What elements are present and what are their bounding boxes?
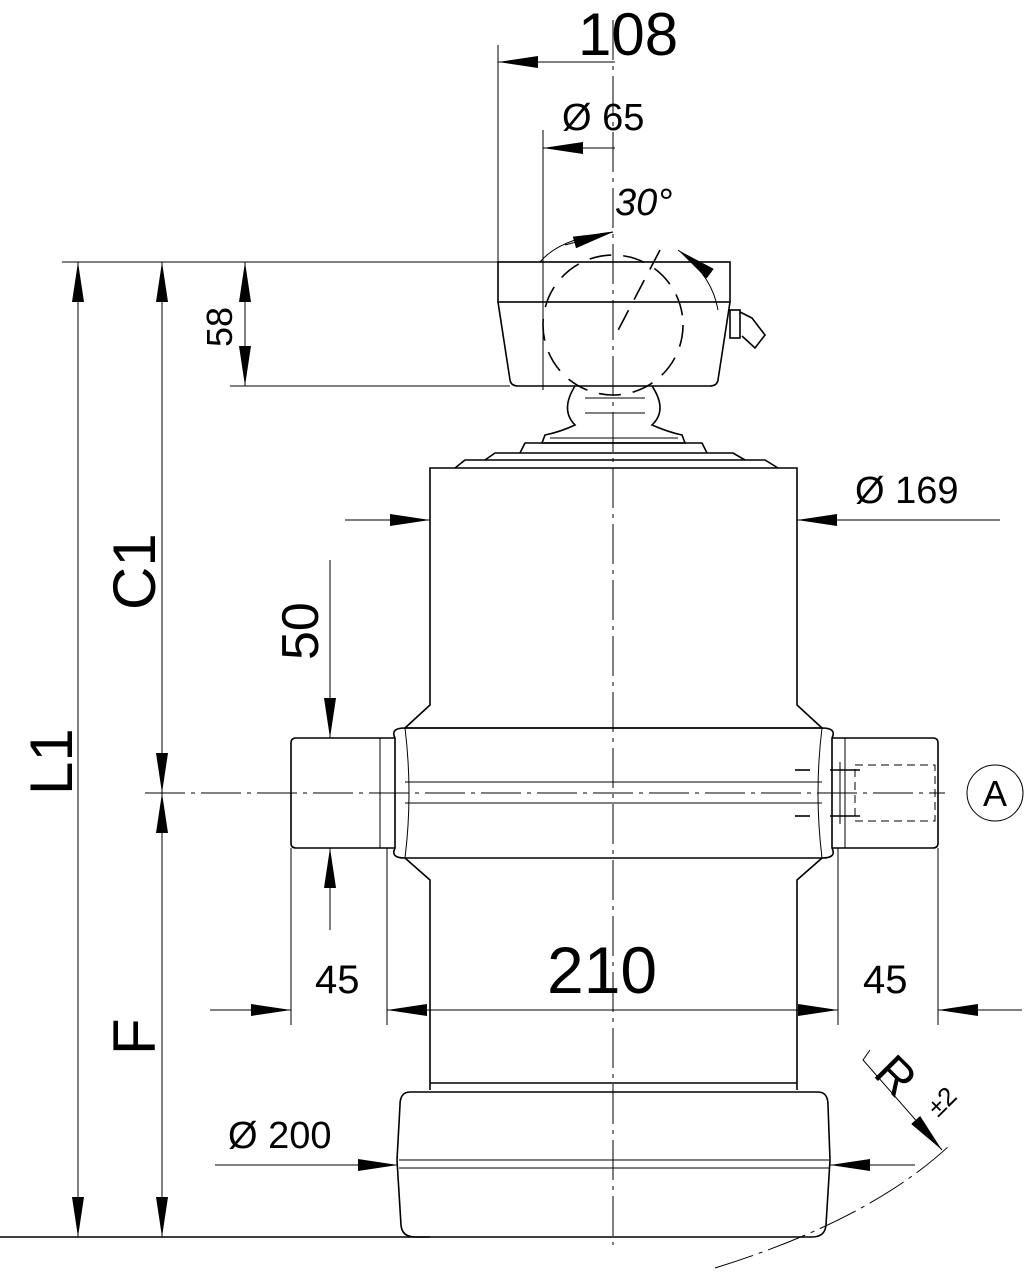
dim-angle: 30° [615, 182, 672, 224]
callout-a: A [983, 773, 1007, 814]
dim-45-right: 45 [863, 958, 908, 1002]
radius-arc [714, 1144, 951, 1269]
cylinder-head [497, 231, 767, 396]
dim-radius-tolerance: ±2 [921, 1081, 963, 1123]
dim-ball-diameter: Ø 65 [562, 97, 644, 139]
dim-l1: L1 [18, 728, 85, 795]
dim-58: 58 [199, 307, 240, 347]
dim-radius: R [864, 1045, 926, 1107]
lower-stage [404, 857, 823, 1090]
port-a [795, 762, 936, 824]
neck [454, 385, 779, 469]
dim-45-left: 45 [315, 958, 360, 1002]
dim-210: 210 [547, 933, 657, 1007]
dim-108: 108 [578, 1, 678, 68]
dim-upper-diameter: Ø 169 [855, 470, 959, 512]
callout-circle [966, 764, 1024, 822]
left-trunnion [290, 737, 395, 849]
dim-c1: C1 [101, 533, 168, 610]
dim-50: 50 [272, 602, 330, 660]
grease-nipple [729, 309, 767, 350]
base [396, 1091, 831, 1238]
right-trunnion [832, 737, 939, 849]
dim-f: F [101, 1018, 168, 1055]
dim-base-diameter: Ø 200 [228, 1115, 332, 1157]
